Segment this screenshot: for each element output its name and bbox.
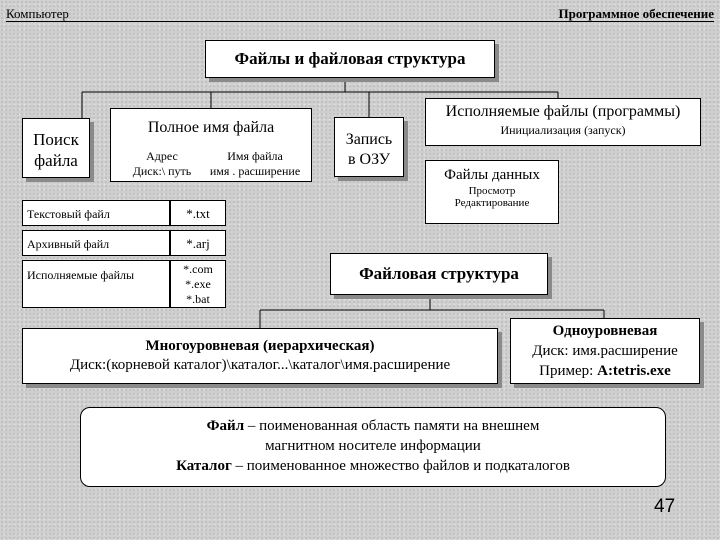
search-box: Поиск файла [22, 118, 90, 178]
catalog-definition-line: Каталог – поименованное множество файлов… [81, 456, 665, 476]
executables-title: Исполняемые файлы (программы) [445, 103, 681, 120]
search-line2: файла [34, 151, 78, 170]
file-term: Файл [206, 418, 245, 434]
singlelevel-title: Одноуровневая [552, 323, 658, 339]
title-box: Файлы и файловая структура [205, 40, 495, 78]
catalog-term: Каталог [176, 458, 232, 474]
multilevel-title: Многоуровневая (иерархическая) [145, 338, 375, 354]
multilevel-box: Многоуровневая (иерархическая) Диск:(кор… [22, 328, 498, 384]
file-structure-box: Файловая структура [330, 253, 548, 295]
page-number: 47 [654, 496, 676, 517]
filename-label: Имя файла [227, 149, 283, 163]
header-right: Программное обеспечение [558, 6, 714, 21]
file-definition: – поименованная область памяти на внешне… [244, 418, 540, 434]
file-type-ext-item: *.com [183, 262, 213, 276]
singlelevel-example: Пример: A:tetris.exe [511, 361, 699, 381]
header-left: Компьютер [6, 6, 69, 21]
file-type-ext: *.arj [170, 230, 226, 256]
ram-line2: в ОЗУ [347, 151, 391, 168]
singlelevel-box: Одноуровневая Диск: имя.расширение Приме… [510, 318, 700, 384]
address-label: Адрес [146, 149, 178, 163]
data-files-view: Просмотр [468, 185, 516, 197]
definitions-box: Файл – поименованная область памяти на в… [80, 407, 666, 487]
multilevel-path: Диск:(корневой каталог)\каталог...\катал… [69, 357, 451, 373]
header-divider [6, 21, 714, 22]
title-text: Файлы и файловая структура [234, 49, 466, 68]
file-type-ext-item: *.exe [185, 277, 211, 291]
data-files-title: Файлы данных [444, 167, 540, 183]
file-definition-line1: Файл – поименованная область памяти на в… [81, 416, 665, 436]
address-value: Диск:\ путь [132, 164, 192, 178]
catalog-definition: – поименованное множество файлов и подка… [231, 458, 570, 474]
file-definition-line2: магнитном носителе информации [265, 438, 481, 454]
executables-sub: Инициализация (запуск) [500, 123, 626, 137]
file-type-label: Текстовый файл [22, 200, 170, 226]
address-block: Адрес Диск:\ путь [113, 149, 211, 179]
singlelevel-path: Диск: имя.расширение [532, 343, 678, 359]
singlelevel-example-prefix: Пример: [539, 363, 598, 379]
data-files-box: Файлы данных Просмотр Редактирование [425, 160, 559, 224]
filename-value: имя . расширение [209, 164, 301, 178]
file-type-ext: *.com *.exe *.bat [170, 260, 226, 308]
file-type-label: Архивный файл [22, 230, 170, 256]
full-name-box: Полное имя файла Адрес Диск:\ путь Имя ф… [110, 108, 312, 182]
search-line1: Поиск [33, 130, 79, 149]
executables-box: Исполняемые файлы (программы) Инициализа… [425, 98, 701, 146]
filename-block: Имя файла имя . расширение [199, 149, 311, 179]
singlelevel-example-value: A:tetris.exe [597, 363, 671, 379]
ram-line1: Запись [345, 131, 393, 148]
ram-box: Запись в ОЗУ [334, 117, 404, 177]
file-type-ext: *.txt [170, 200, 226, 226]
file-type-label: Исполняемые файлы [22, 260, 170, 308]
file-structure-text: Файловая структура [359, 264, 519, 283]
full-name-title: Полное имя файла [147, 119, 275, 136]
data-files-edit: Редактирование [454, 197, 530, 209]
file-type-ext-item: *.bat [186, 292, 210, 306]
